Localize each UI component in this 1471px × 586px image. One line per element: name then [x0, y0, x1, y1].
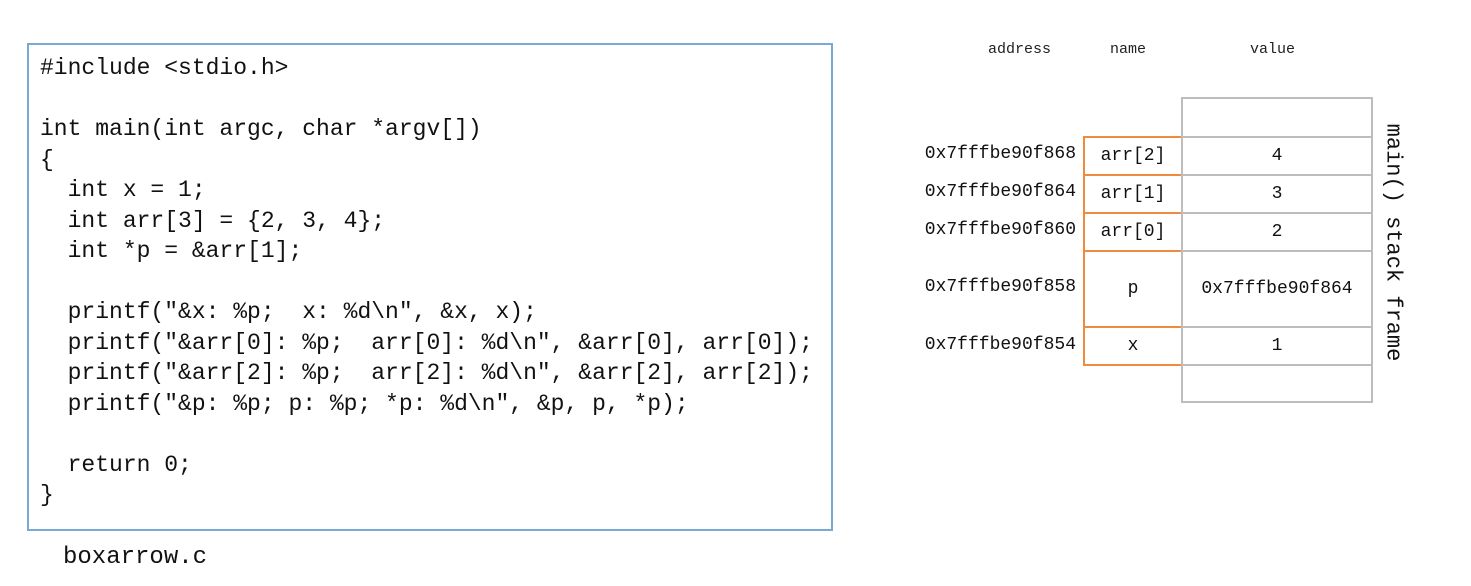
name-x: x: [1083, 326, 1183, 366]
address-x: 0x7fffbe90f854: [924, 335, 1076, 355]
empty-slot-top: [1181, 97, 1373, 138]
value-arr1: 3: [1181, 174, 1373, 214]
name-header: name: [1110, 41, 1147, 58]
address-header: address: [988, 41, 1052, 58]
name-p: p: [1083, 250, 1183, 328]
stack-frame-label: main() stack frame: [1378, 123, 1408, 362]
value-header: value: [1250, 41, 1296, 58]
address-p: 0x7fffbe90f858: [924, 277, 1076, 297]
name-arr2: arr[2]: [1083, 136, 1183, 176]
empty-slot-bottom: [1181, 364, 1373, 403]
address-arr1: 0x7fffbe90f864: [924, 182, 1076, 202]
filename-label: boxarrow.c: [63, 544, 208, 571]
stack-frame-label-text: main() stack frame: [1380, 123, 1406, 362]
address-arr0: 0x7fffbe90f860: [924, 220, 1076, 240]
source-code: #include <stdio.h> int main(int argc, ch…: [40, 55, 813, 508]
address-arr2: 0x7fffbe90f868: [924, 144, 1076, 164]
code-panel: #include <stdio.h> int main(int argc, ch…: [27, 43, 833, 531]
name-arr1: arr[1]: [1083, 174, 1183, 214]
value-p: 0x7fffbe90f864: [1181, 250, 1373, 328]
name-arr0: arr[0]: [1083, 212, 1183, 252]
value-arr2: 4: [1181, 136, 1373, 176]
value-arr0: 2: [1181, 212, 1373, 252]
value-x: 1: [1181, 326, 1373, 366]
